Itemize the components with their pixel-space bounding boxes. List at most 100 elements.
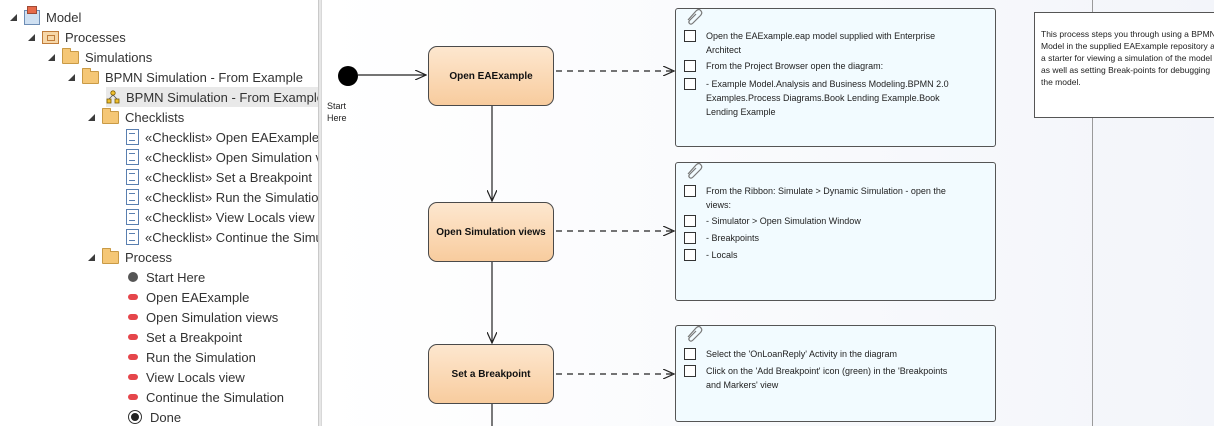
document-icon — [126, 229, 139, 245]
tree-node-checklist-item[interactable]: «Checklist» Open EAExample — [126, 127, 318, 147]
checklist-item[interactable]: Select the 'OnLoanReply' Activity in the… — [684, 347, 954, 361]
checklist-item-text: Select the 'OnLoanReply' Activity in the… — [706, 349, 898, 359]
tree-node-process-item[interactable]: Set a Breakpoint — [126, 327, 242, 347]
checkbox[interactable] — [684, 215, 696, 227]
checkbox[interactable] — [684, 249, 696, 261]
tree-node-bpmn-diagram[interactable]: BPMN Simulation - From Example — [106, 87, 318, 107]
tree-label-process-item: Open EAExample — [146, 289, 250, 305]
tree-node-process-item[interactable]: Continue the Simulation — [126, 387, 284, 407]
activity-set-breakpoint[interactable]: Set a Breakpoint — [428, 344, 554, 404]
tree-label-process: Process — [125, 249, 172, 265]
package-icon — [42, 30, 59, 44]
activity-label: Set a Breakpoint — [451, 368, 531, 380]
checkbox[interactable] — [684, 60, 696, 72]
tree-label-checklist: «Checklist» Open EAExample — [145, 129, 318, 145]
project-browser: Model Processes Simulations BPMN Simulat… — [0, 0, 318, 426]
tree-node-checklist-item[interactable]: «Checklist» Run the Simulation — [126, 187, 318, 207]
tree-node-process-item[interactable]: Open EAExample — [126, 287, 249, 307]
expand-triangle-icon[interactable] — [48, 54, 55, 61]
checkbox[interactable] — [684, 232, 696, 244]
checklist-item[interactable]: From the Project Browser open the diagra… — [684, 59, 954, 73]
tree-node-simulations[interactable]: Simulations — [48, 47, 152, 67]
tree-node-checklist-item[interactable]: «Checklist» View Locals view — [126, 207, 315, 227]
document-icon — [126, 169, 139, 185]
start-event[interactable] — [338, 66, 358, 86]
diagram-canvas[interactable]: Start Here Open EAExample Open Simulatio… — [322, 0, 1214, 426]
paperclip-icon — [687, 8, 703, 25]
tree-node-model[interactable]: Model — [10, 5, 82, 27]
activity-icon — [128, 294, 138, 300]
checkbox[interactable] — [684, 185, 696, 197]
folder-icon — [62, 47, 79, 64]
checklist-item[interactable]: - Breakpoints — [684, 231, 954, 245]
start-event-label: Start Here — [327, 100, 347, 124]
tree-node-checklist-item[interactable]: «Checklist» Continue the Simulation — [126, 227, 318, 247]
tree-node-process-item[interactable]: View Locals view — [126, 367, 245, 387]
document-icon — [126, 149, 139, 165]
checkbox[interactable] — [684, 30, 696, 42]
checklist-item[interactable]: - Simulator > Open Simulation Window — [684, 214, 954, 228]
tree-label-process-item: Start Here — [146, 269, 206, 285]
tree-node-process-item[interactable]: Run the Simulation — [126, 347, 256, 367]
document-icon — [126, 189, 139, 205]
tree-label-process-item: Open Simulation views — [146, 309, 279, 325]
tree-node-checklist-item[interactable]: «Checklist» Open Simulation views — [126, 147, 318, 167]
tree-label-model: Model — [46, 9, 82, 25]
description-note[interactable]: This process steps you through using a B… — [1034, 12, 1214, 118]
tree-node-bpmn-folder[interactable]: BPMN Simulation - From Example — [68, 67, 303, 87]
tree-node-process-item[interactable]: Open Simulation views — [126, 307, 278, 327]
tree-node-checklists[interactable]: Checklists — [88, 107, 184, 127]
model-icon — [24, 5, 40, 25]
swimlane-divider — [1092, 0, 1093, 426]
folder-icon — [102, 247, 119, 264]
activity-icon — [128, 354, 138, 360]
connectors — [338, 66, 1214, 426]
tree-node-process[interactable]: Process — [88, 247, 172, 267]
tree-node-process-item[interactable]: Start Here — [126, 267, 205, 287]
activity-open-simulation-views[interactable]: Open Simulation views — [428, 202, 554, 262]
expand-triangle-icon[interactable] — [88, 254, 95, 261]
expand-triangle-icon[interactable] — [28, 34, 35, 41]
tree-label-process-item: View Locals view — [146, 369, 245, 385]
checklist-item[interactable]: Click on the 'Add Breakpoint' icon (gree… — [684, 364, 954, 392]
diagram-icon — [106, 90, 120, 104]
start-label-line: Start — [327, 101, 347, 111]
expand-triangle-icon[interactable] — [10, 14, 17, 21]
expand-triangle-icon[interactable] — [68, 74, 75, 81]
tree-node-processes[interactable]: Processes — [28, 27, 126, 47]
tree-label-process-item: Run the Simulation — [146, 349, 256, 365]
checklist-item[interactable]: From the Ribbon: Simulate > Dynamic Simu… — [684, 184, 954, 212]
tree-label-bpmn-diagram: BPMN Simulation - From Example — [126, 89, 318, 105]
tree-label-checklist: «Checklist» Continue the Simulation — [145, 229, 318, 245]
folder-icon — [82, 67, 99, 84]
tree-label-checklist: «Checklist» Set a Breakpoint — [145, 169, 312, 185]
checklist-item[interactable]: Open the EAExample.eap model supplied wi… — [684, 29, 954, 57]
tree-node-checklist-item[interactable]: «Checklist» Set a Breakpoint — [126, 167, 312, 187]
checklist-item-text: From the Ribbon: Simulate > Dynamic Simu… — [706, 186, 946, 210]
checklist-item-text: Click on the 'Add Breakpoint' icon (gree… — [706, 366, 948, 390]
activity-open-eaexample[interactable]: Open EAExample — [428, 46, 554, 106]
tree-label-checklist: «Checklist» Open Simulation views — [145, 149, 318, 165]
checklist-item-text: - Locals — [706, 250, 738, 260]
checkbox[interactable] — [684, 78, 696, 90]
tree-node-process-item[interactable]: Done — [126, 407, 181, 426]
checklist-item[interactable]: - Locals — [684, 248, 954, 262]
checklist-note-2[interactable]: From the Ribbon: Simulate > Dynamic Simu… — [675, 162, 996, 301]
checklist-item-text: From the Project Browser open the diagra… — [706, 61, 884, 71]
checklist-note-1[interactable]: Open the EAExample.eap model supplied wi… — [675, 8, 996, 147]
panel-splitter[interactable] — [318, 0, 322, 426]
tree-label-checklist: «Checklist» View Locals view — [145, 209, 315, 225]
checkbox[interactable] — [684, 348, 696, 360]
checklist-item-text: - Example Model.Analysis and Business Mo… — [706, 79, 949, 117]
folder-icon — [102, 107, 119, 124]
expand-triangle-icon[interactable] — [88, 114, 95, 121]
paperclip-icon — [687, 162, 703, 179]
checklist-note-3[interactable]: Select the 'OnLoanReply' Activity in the… — [675, 325, 996, 422]
checkbox[interactable] — [684, 365, 696, 377]
checklist-item-text: - Simulator > Open Simulation Window — [706, 216, 861, 226]
checklist-item[interactable]: - Example Model.Analysis and Business Mo… — [684, 77, 954, 119]
activity-icon — [128, 374, 138, 380]
tree-label-checklists: Checklists — [125, 109, 185, 125]
tree-label-processes: Processes — [65, 29, 126, 45]
checklist-item-text: Open the EAExample.eap model supplied wi… — [706, 31, 936, 55]
